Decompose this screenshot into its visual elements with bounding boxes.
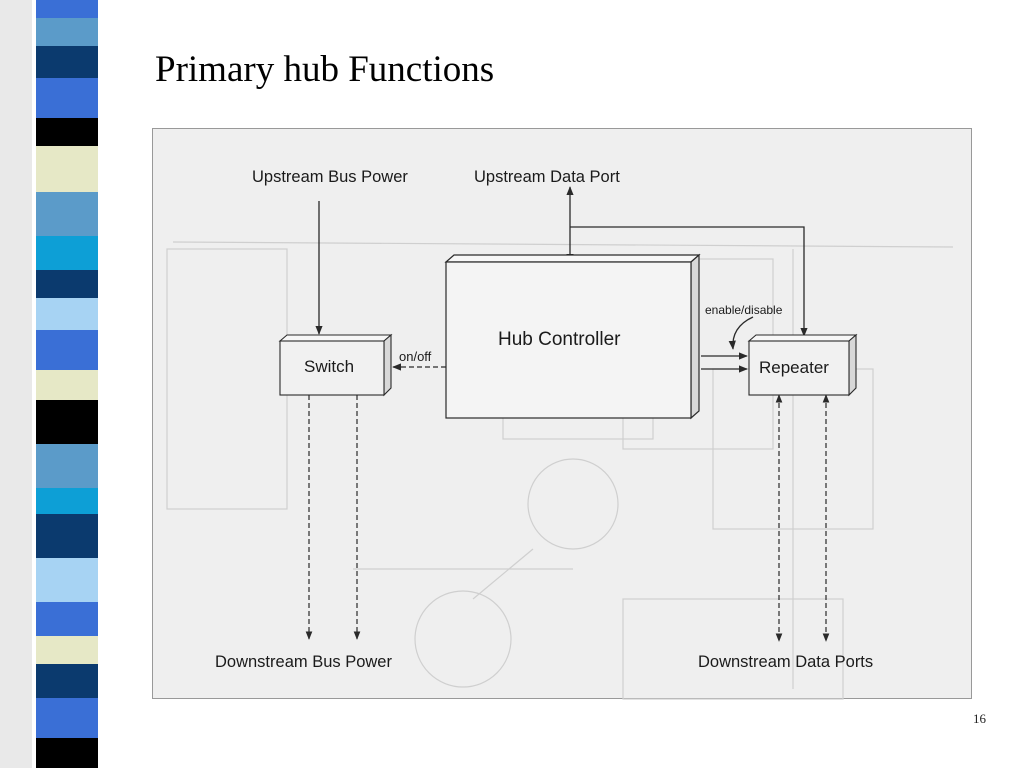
switch-label: Switch bbox=[304, 357, 354, 376]
hub-controller-box bbox=[444, 253, 701, 420]
upstream-bus-power-label: Upstream Bus Power bbox=[252, 168, 408, 186]
page-number: 16 bbox=[973, 711, 986, 726]
slide-title: Primary hub Functions bbox=[155, 49, 495, 90]
data-port-to-repeater-arrow bbox=[570, 226, 808, 337]
repeater-box bbox=[747, 333, 858, 397]
stripe-blocks bbox=[36, 0, 98, 768]
enable-disable-arrow bbox=[728, 316, 754, 350]
enable-disable-label: enable/disable bbox=[705, 303, 783, 317]
downstream-data-ports-label: Downstream Data Ports bbox=[698, 653, 873, 671]
hub-controller-label: Hub Controller bbox=[498, 329, 621, 350]
downstream-bus-power-label: Downstream Bus Power bbox=[215, 653, 392, 671]
repeater-label: Repeater bbox=[759, 358, 829, 377]
on-off-label: on/off bbox=[399, 349, 432, 364]
diagram-image: Upstream Bus Power Upstream Data Port Hu… bbox=[152, 128, 972, 700]
hub-functions-diagram: Upstream Bus Power Upstream Data Port Hu… bbox=[166, 168, 954, 700]
stripe-shadow bbox=[0, 0, 32, 768]
switch-box bbox=[278, 333, 393, 397]
decorative-stripe bbox=[0, 0, 120, 768]
upstream-data-port-label: Upstream Data Port bbox=[474, 168, 620, 186]
